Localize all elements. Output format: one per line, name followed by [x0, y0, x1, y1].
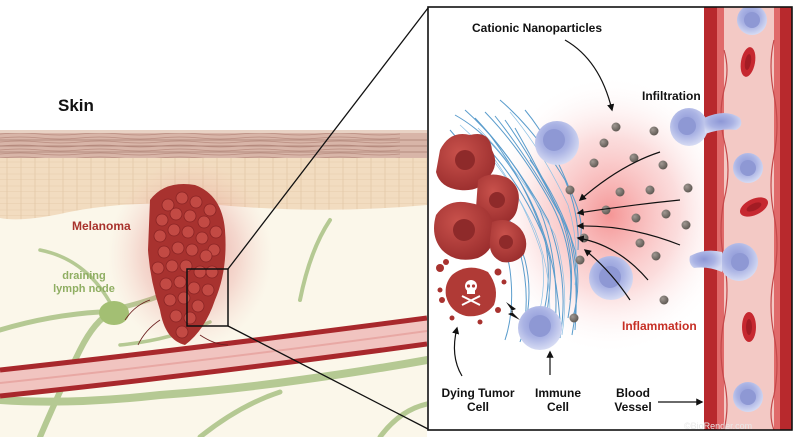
migration-arrows — [576, 151, 681, 301]
skin-label: Skin — [58, 96, 94, 115]
inflammation-label: Inflammation — [622, 319, 697, 333]
skin-section — [0, 130, 427, 437]
arrow-icon — [564, 39, 615, 112]
skull-crossbones-icon — [461, 280, 481, 306]
watermark: ©BioRender.com — [684, 421, 753, 431]
nanoparticles-label: Cationic Nanoparticles — [472, 21, 603, 35]
vessel-immune-cells — [733, 7, 767, 412]
callout-arrows — [452, 39, 704, 406]
zoom-panel — [428, 7, 792, 430]
red-blood-cells — [739, 47, 769, 342]
blood-vessel-label: Blood Vessel — [614, 386, 652, 414]
lymph-node-label: draining lymph node — [53, 270, 115, 295]
tissue-immune-cells — [518, 121, 633, 350]
dying-tumor-cell-label: Dying Tumor Cell — [441, 386, 515, 414]
lightning-bolt-icon — [506, 302, 520, 320]
zoom-panel-border — [427, 6, 793, 431]
zoom-lines — [227, 7, 429, 430]
infiltration-label: Infiltration — [642, 89, 701, 103]
panel-blood-vessel — [670, 7, 792, 430]
skin-blood-vessel — [0, 315, 427, 399]
dying-tumor-cell — [436, 259, 507, 325]
tumor-cells — [434, 134, 527, 263]
melanoma-label: Melanoma — [72, 219, 131, 233]
immune-cell-label: Immune Cell — [534, 386, 581, 414]
stratum-corneum — [0, 132, 427, 158]
nanoparticles — [565, 122, 693, 323]
infiltrating-cells — [670, 108, 758, 281]
zoom-box — [186, 268, 229, 327]
